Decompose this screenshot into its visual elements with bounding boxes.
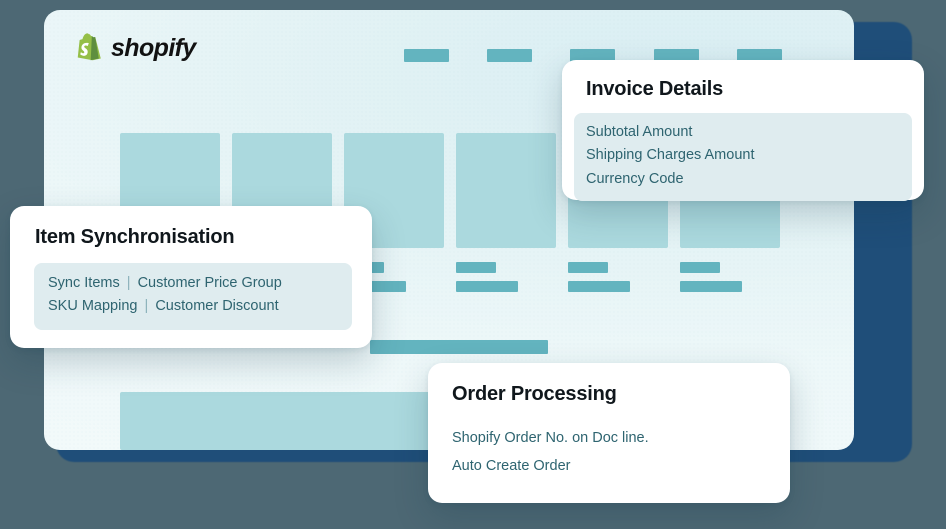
nav-placeholder-bar[interactable] bbox=[487, 49, 532, 62]
caption-placeholder-bar bbox=[456, 262, 496, 273]
order-processing-card[interactable]: Order Processing Shopify Order No. on Do… bbox=[428, 363, 790, 503]
caption-placeholder-bar bbox=[680, 281, 742, 292]
caption-placeholder-bar bbox=[680, 262, 720, 273]
invoice-details-list: Subtotal Amount Shipping Charges Amount … bbox=[574, 113, 912, 202]
item-sync-row: Sync Items | Customer Price Group bbox=[48, 272, 338, 295]
item-sync-row-separator: | bbox=[144, 298, 149, 315]
invoice-detail-item: Shipping Charges Amount bbox=[586, 147, 755, 164]
content-placeholder-card[interactable] bbox=[456, 133, 556, 248]
nav-placeholder-bar[interactable] bbox=[404, 49, 449, 62]
invoice-detail-item: Subtotal Amount bbox=[586, 124, 693, 140]
order-processing-item: Auto Create Order bbox=[452, 458, 571, 475]
item-sync-row-right: Customer Price Group bbox=[137, 275, 282, 291]
order-processing-title: Order Processing bbox=[452, 383, 617, 405]
caption-placeholder-bar bbox=[568, 281, 630, 292]
item-sync-row: SKU Mapping | Customer Discount bbox=[48, 295, 338, 318]
invoice-details-card[interactable]: Invoice Details Subtotal Amount Shipping… bbox=[562, 60, 924, 202]
item-synchronisation-card[interactable]: Item Synchronisation Sync Items | Custom… bbox=[10, 206, 372, 348]
item-sync-row-left: Sync Items bbox=[48, 275, 120, 291]
wide-placeholder-bar bbox=[370, 340, 548, 354]
item-sync-row-left: SKU Mapping bbox=[48, 298, 138, 315]
item-sync-row-right: Customer Discount bbox=[155, 298, 279, 315]
caption-placeholder-bar bbox=[456, 281, 518, 292]
item-synchronisation-list: Sync Items | Customer Price Group SKU Ma… bbox=[34, 263, 352, 330]
order-processing-list: Shopify Order No. on Doc line. Auto Crea… bbox=[452, 424, 790, 481]
nav-placeholder-bar[interactable] bbox=[737, 49, 782, 62]
item-synchronisation-title: Item Synchronisation bbox=[35, 226, 235, 248]
nav-placeholder-bar[interactable] bbox=[654, 49, 699, 62]
invoice-details-title: Invoice Details bbox=[586, 78, 724, 100]
shopify-wordmark: shopify bbox=[111, 33, 196, 62]
nav-placeholder-bar[interactable] bbox=[570, 49, 615, 62]
item-sync-row-separator: | bbox=[126, 275, 131, 291]
shopify-bag-icon bbox=[76, 33, 102, 63]
order-processing-item: Shopify Order No. on Doc line. bbox=[452, 430, 649, 446]
caption-placeholder-bar bbox=[344, 281, 406, 292]
caption-placeholder-bar bbox=[568, 262, 608, 273]
invoice-detail-item: Currency Code bbox=[586, 170, 684, 187]
shopify-brand-logo: shopify bbox=[76, 33, 196, 63]
